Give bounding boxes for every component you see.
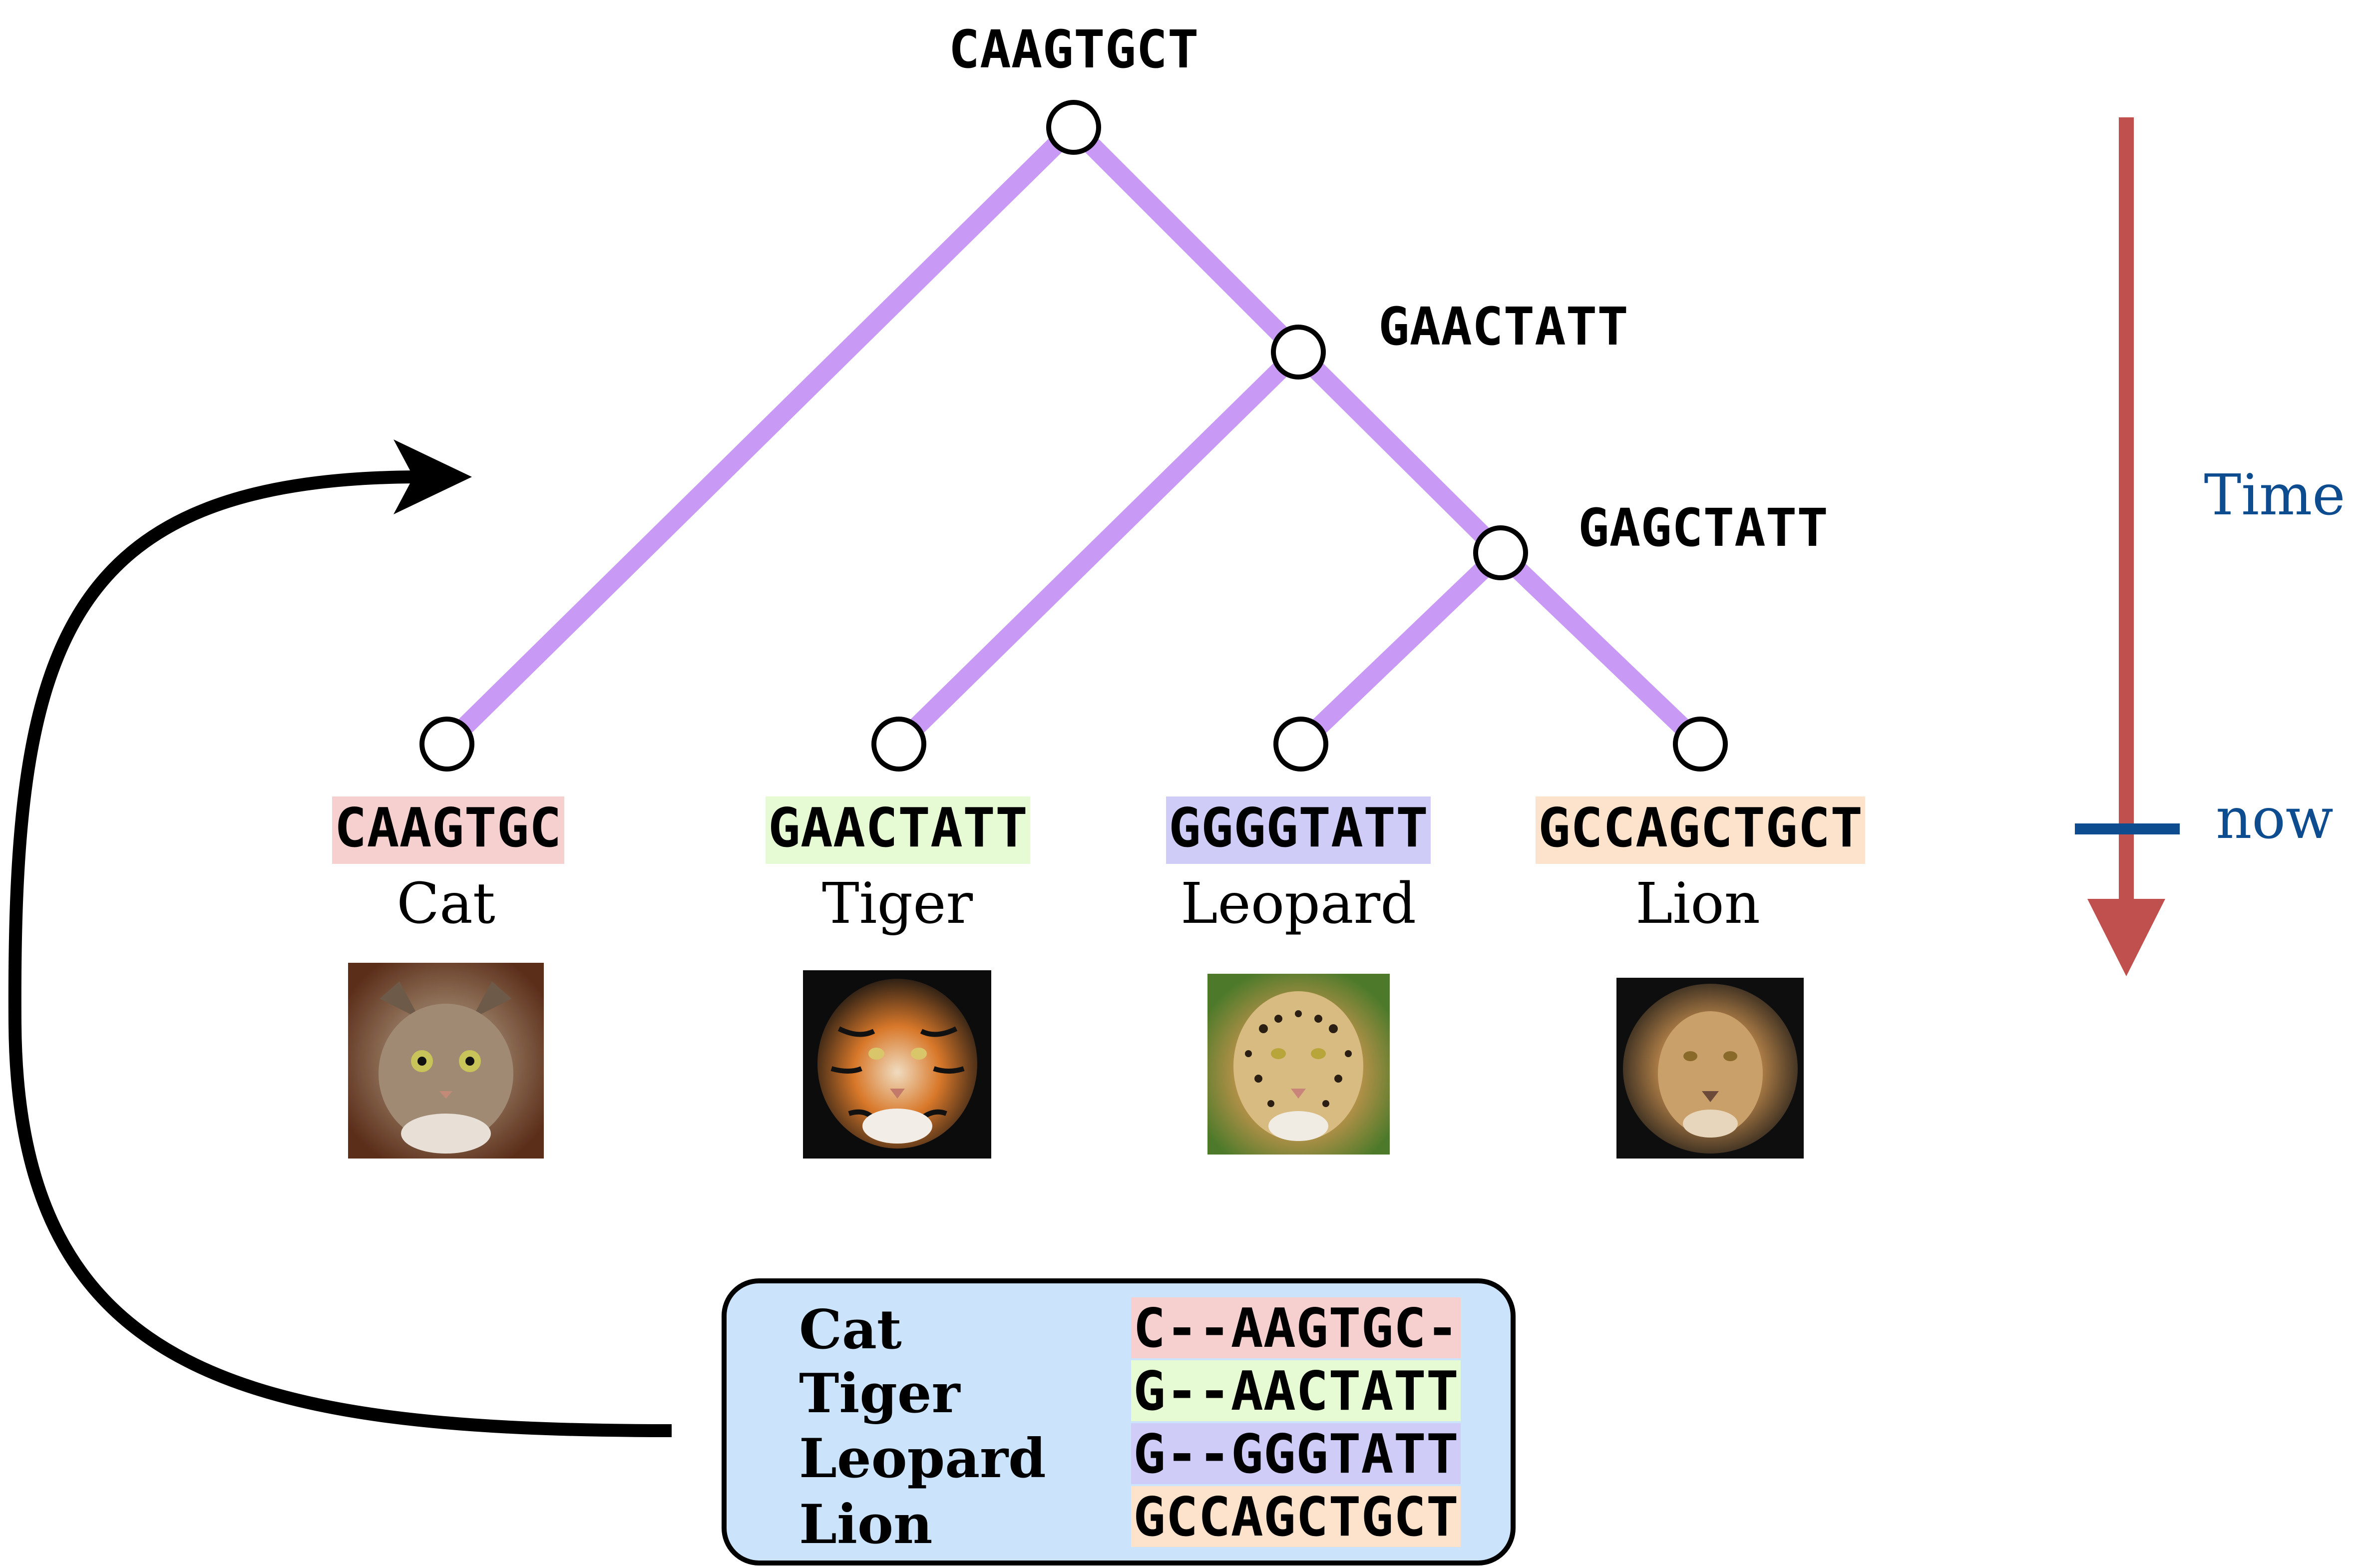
leaf-node-cat [419, 717, 474, 772]
species-name-lion: Lion [1635, 871, 1760, 936]
leaf-node-lion [1673, 717, 1728, 772]
curved-arrow-line [8, 470, 672, 1437]
align-seq-lion: GCCAGCTGCT [1133, 1486, 1459, 1549]
leaf-seq-lion: GCCAGCTGCT [1538, 797, 1863, 859]
node-root [1046, 100, 1101, 155]
leaf-seq-leopard: GGGGTATT [1169, 797, 1428, 859]
branch-n1-tiger [892, 345, 1305, 751]
ancestor-seq-root: CAAGTGCT [949, 19, 1199, 80]
species-name-tiger: Tiger [822, 871, 973, 936]
branch-n2-leopard [1294, 546, 1508, 751]
time-arrow-head-icon [2087, 899, 2165, 976]
leaf-seq-tiger: GAACTATT [768, 797, 1028, 859]
node-n1 [1271, 325, 1326, 380]
leaf-node-leopard [1273, 717, 1328, 772]
time-label: Time [2204, 463, 2345, 528]
branch-root-n1 [1067, 120, 1305, 359]
ancestor-seq-n1: GAACTATT [1378, 296, 1628, 357]
leaf-seq-bg-cat [332, 796, 564, 864]
cat-photo [348, 963, 544, 1159]
tree-nodes [419, 100, 1728, 772]
align-bg-cat [1131, 1297, 1461, 1358]
species-name-cat: Cat [396, 871, 495, 936]
leaf-seq-bg-leopard [1166, 796, 1431, 864]
leaf-seq-bg-tiger [766, 796, 1030, 864]
align-name-cat: Cat [799, 1298, 902, 1361]
align-name-lion: Lion [799, 1493, 933, 1556]
tree-branches [440, 120, 1707, 751]
node-n2 [1473, 525, 1528, 580]
now-label: now [2216, 786, 2333, 851]
align-name-tiger: Tiger [799, 1362, 961, 1425]
lion-photo [1616, 978, 1804, 1159]
ancestor-seq-n2: GAGCTATT [1578, 497, 1828, 558]
align-name-leopard: Leopard [799, 1427, 1046, 1490]
branch-n1-n2 [1291, 345, 1508, 560]
align-bg-lion [1131, 1486, 1461, 1547]
align-bg-tiger [1131, 1360, 1461, 1421]
alignment-panel: Cat Tiger Leopard Lion C--AAGTGC- G--AAC… [722, 1278, 1516, 1566]
leaf-node-tiger [871, 717, 926, 772]
timeline: Time now [2075, 117, 2346, 976]
align-seq-cat: C--AAGTGC- [1133, 1297, 1459, 1360]
align-seq-leopard: G--GGGTATT [1133, 1423, 1459, 1486]
tiger-photo [803, 970, 991, 1159]
leaf-seq-cat: CAAGTGC [334, 797, 561, 859]
align-seq-tiger: G--AACTATT [1133, 1360, 1459, 1423]
branch-n2-lion [1494, 546, 1707, 751]
branch-root-cat [440, 120, 1081, 751]
curved-arrow-head-icon [394, 439, 472, 514]
species-name-leopard: Leopard [1181, 871, 1416, 936]
inference-arrow [8, 439, 672, 1437]
align-bg-leopard [1131, 1423, 1461, 1484]
leaf-seq-bg-lion [1536, 796, 1865, 864]
leopard-photo [1207, 974, 1390, 1155]
